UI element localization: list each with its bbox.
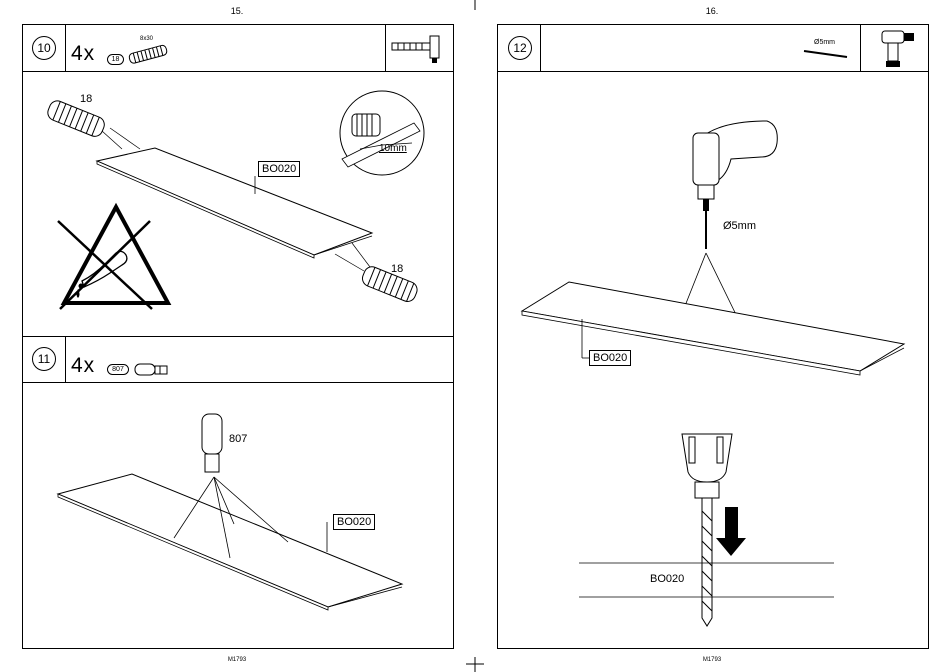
- step10-depth-label: 10mm: [379, 143, 407, 154]
- step11-part-id: 807: [107, 364, 129, 375]
- step11-header-top: [22, 336, 454, 337]
- dowel-icon: [127, 44, 177, 64]
- step11-illustration: [22, 382, 454, 648]
- step10-board-label: BO020: [258, 161, 300, 177]
- power-drill-icon: [880, 27, 920, 71]
- step10-tool-divider: [385, 24, 386, 71]
- step12-bit-size: Ø5mm: [814, 39, 835, 46]
- step12-tool-divider: [860, 24, 861, 71]
- step10-number: 10: [32, 36, 56, 60]
- step10-dowel-label-bottom: 18: [391, 263, 403, 275]
- step11-number: 11: [32, 347, 56, 371]
- step11-board-label: BO020: [333, 514, 375, 530]
- step11-number-divider: [65, 336, 66, 382]
- step12-board-label-bottom: BO020: [650, 573, 684, 585]
- step10-number-divider: [65, 24, 66, 71]
- step10-part-size: 8x30: [140, 36, 153, 42]
- step12-board-label-top: BO020: [589, 350, 631, 366]
- step12-number-divider: [540, 24, 541, 71]
- step10-quantity: 4x: [71, 42, 95, 66]
- step12-illustration: [497, 71, 929, 648]
- step10-part-id: 18: [107, 54, 124, 65]
- step10-dowel-label-top: 18: [80, 93, 92, 105]
- connector-pin-icon: [134, 362, 174, 378]
- step12-number: 12: [508, 36, 532, 60]
- step11-quantity: 4x: [71, 354, 95, 378]
- step10-illustration: [22, 71, 454, 341]
- step11-part-label: 807: [229, 433, 247, 445]
- hammer-icon: [390, 34, 450, 64]
- step12-drill-size-label: Ø5mm: [723, 220, 756, 232]
- drill-bit-icon: [803, 49, 853, 61]
